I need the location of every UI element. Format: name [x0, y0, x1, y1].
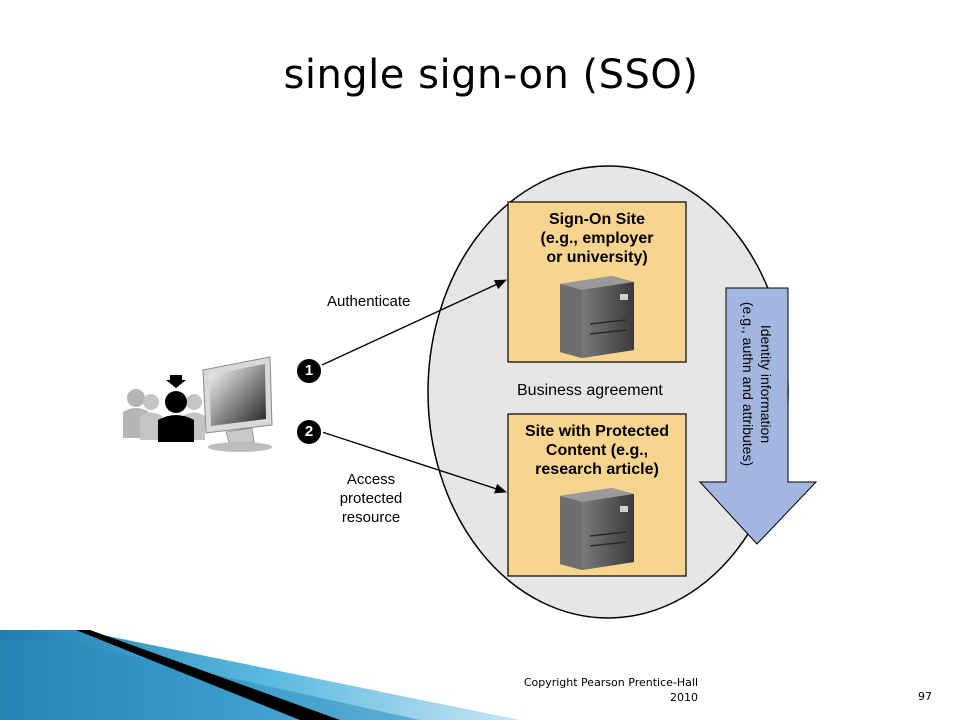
server-icon — [560, 276, 634, 358]
signon-site-label: Sign-On Site (e.g., employer or universi… — [540, 211, 654, 266]
authenticate-arrow — [321, 279, 507, 366]
page-number: 97 — [918, 690, 932, 703]
access-resource-label: Access protected resource — [339, 471, 403, 526]
authenticate-label: Authenticate — [327, 293, 411, 310]
step-1-circle — [295, 357, 323, 385]
server-icon — [560, 488, 634, 570]
protected-site-label: Site with Protected Content (e.g., resea… — [524, 423, 670, 478]
identity-information-label: Identity information (e.g., authn and at… — [740, 301, 774, 467]
identity-flow-arrow — [698, 287, 818, 545]
computer-monitor-icon — [202, 356, 273, 452]
business-agreement-label: Business agreement — [517, 382, 663, 399]
step-2-number: 2 — [304, 423, 314, 440]
slide-title: single sign-on (SSO) — [283, 52, 699, 98]
footer-swoosh — [0, 630, 520, 720]
step-1-number: 1 — [304, 362, 314, 379]
users-icon — [123, 375, 205, 442]
access-arrow — [321, 431, 507, 494]
copyright-notice: Copyright Pearson Prentice-Hall 2010 — [523, 676, 698, 704]
step-2-circle — [295, 418, 323, 446]
